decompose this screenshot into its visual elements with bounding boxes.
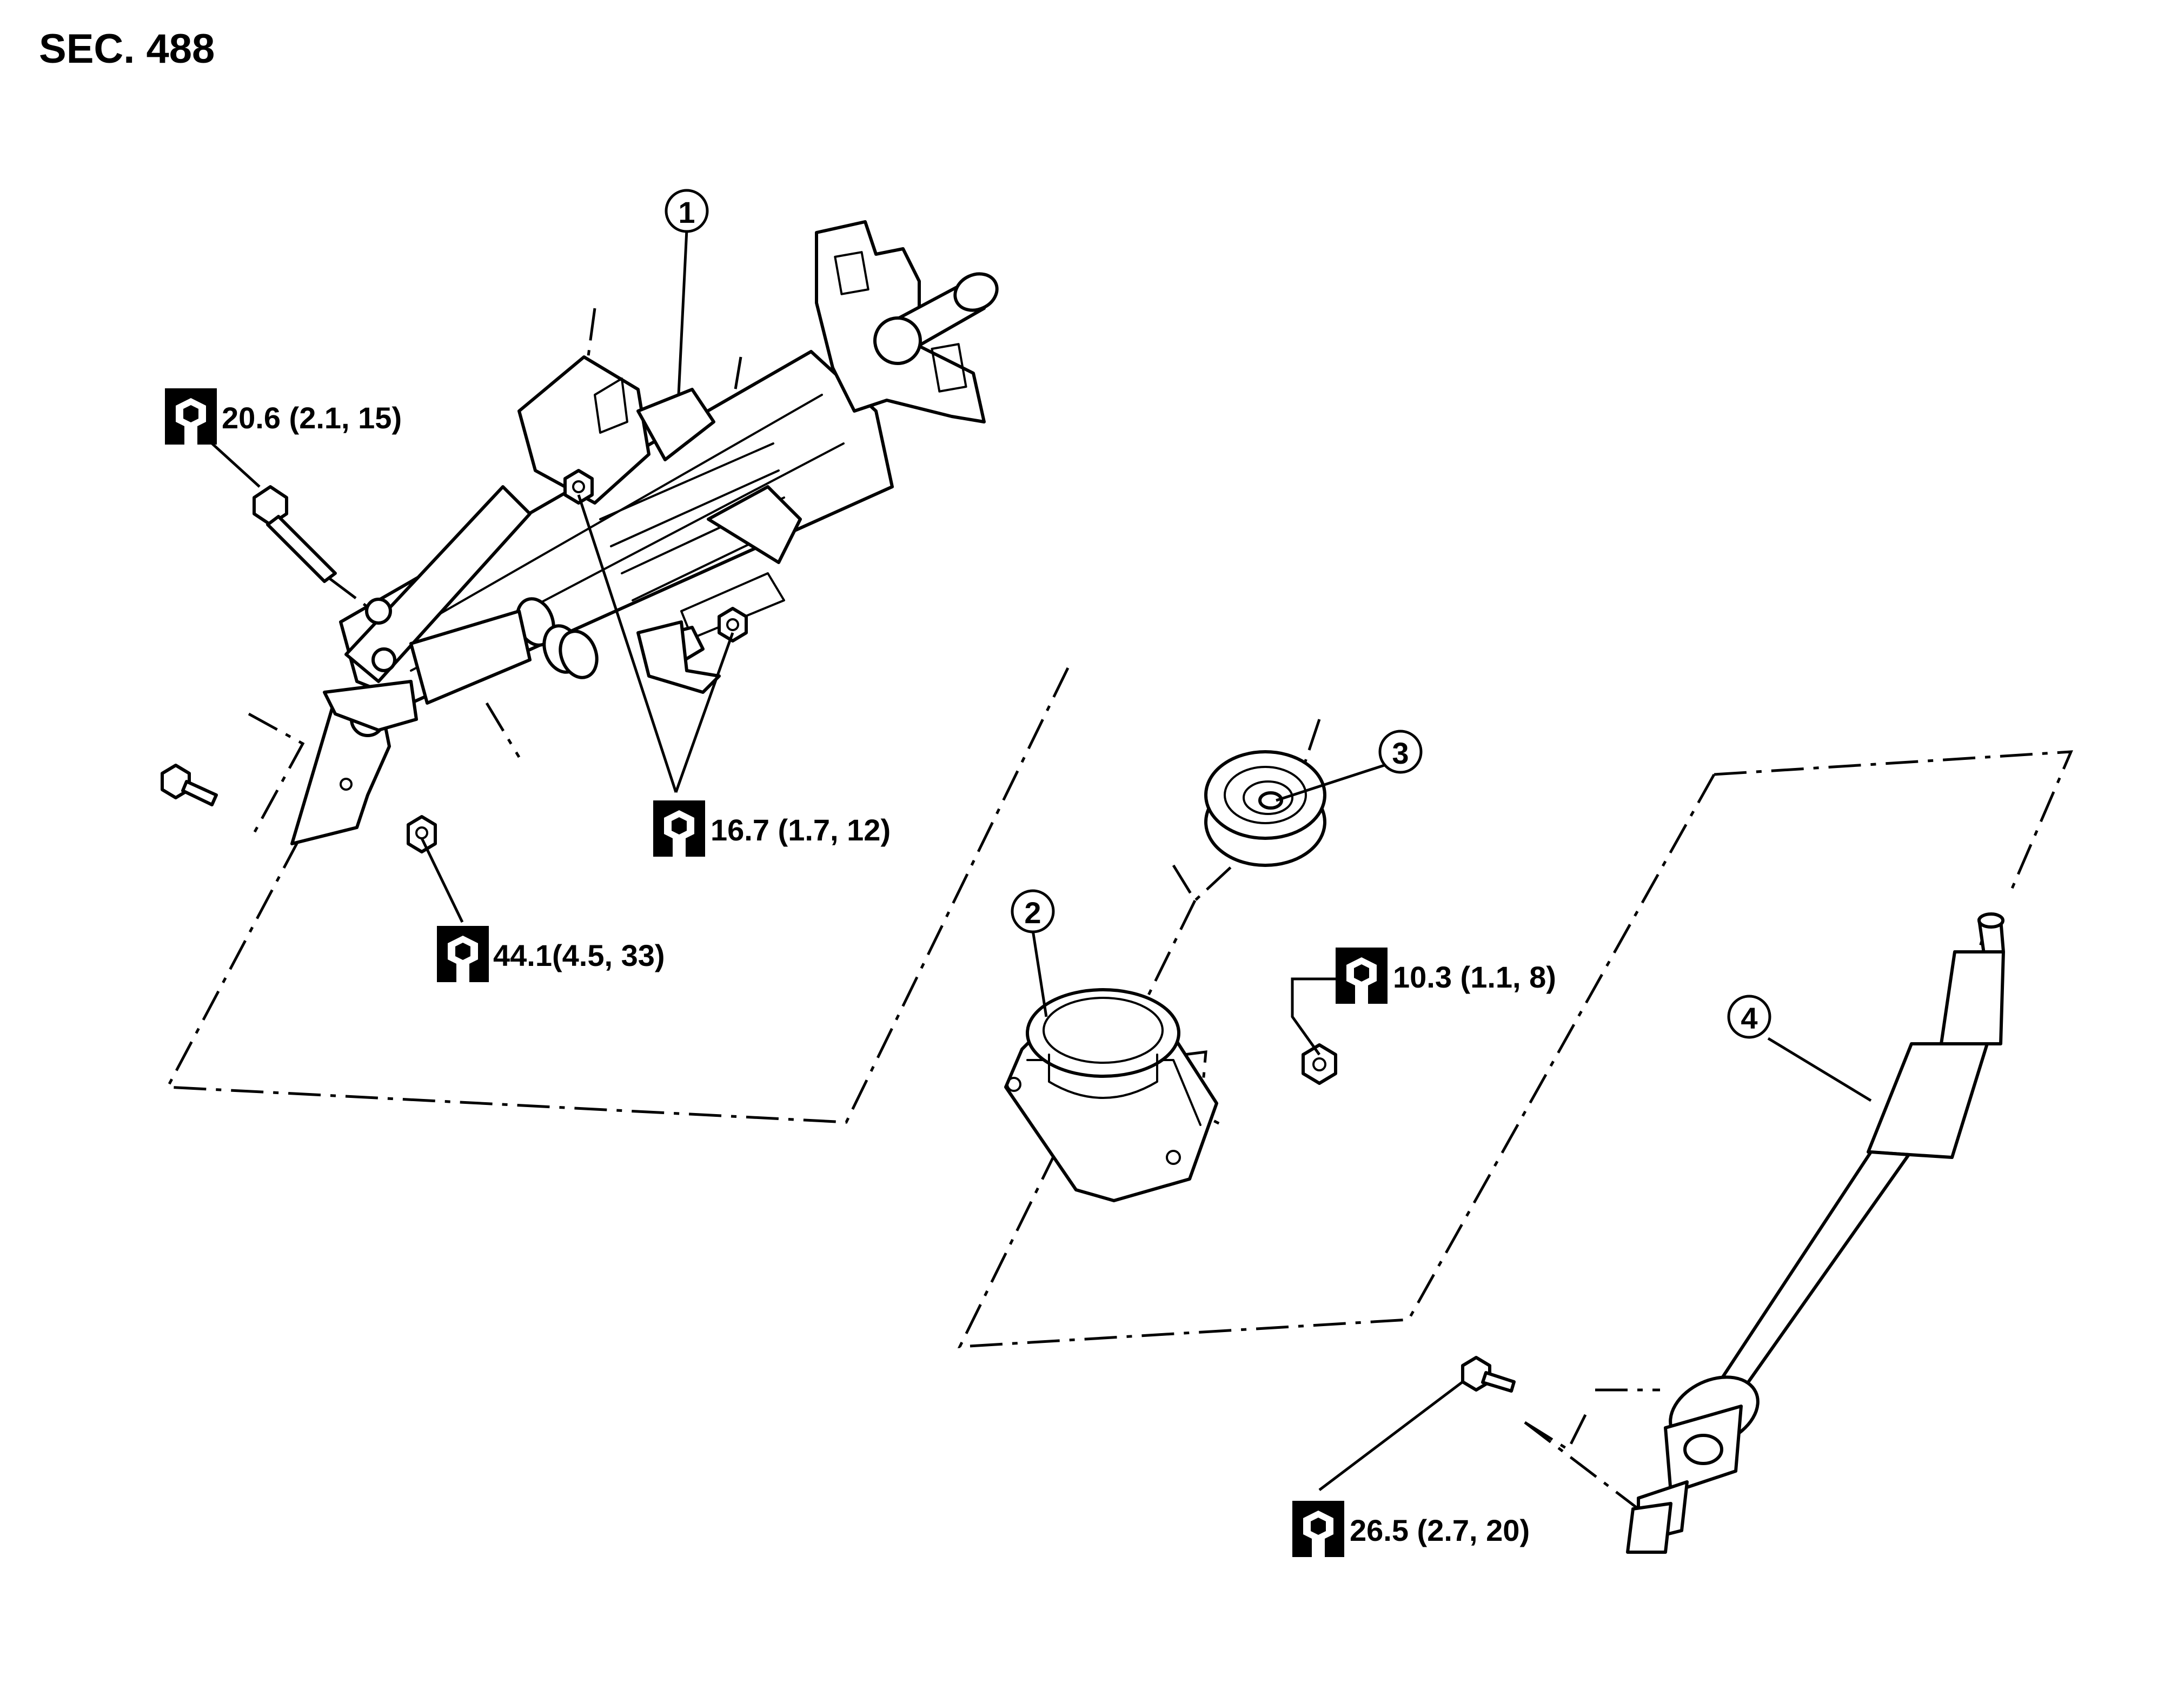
steering-column-assembly [290, 220, 999, 845]
part-number-2: 2 [1024, 896, 1041, 930]
lower-plate-nut [407, 815, 437, 853]
torque-value-1: 20.6 (2.1, 15) [222, 401, 402, 435]
column-upper-nut [563, 469, 594, 505]
column-lower-nut [718, 607, 748, 643]
torque-value-3: 44.1(4.5, 33) [493, 938, 665, 972]
part-callout-2: 2 [1011, 889, 1055, 933]
leader-lines [199, 229, 1872, 1491]
part-number-4: 4 [1741, 1001, 1757, 1035]
torque-value-4: 10.3 (1.1, 8) [1393, 960, 1556, 994]
torque-wrench-icon [165, 388, 217, 445]
torque-wrench-icon [1292, 1501, 1344, 1557]
column-hole-cover [1004, 988, 1218, 1202]
hole-cover-seal [1204, 750, 1326, 867]
part-callout-3: 3 [1378, 730, 1423, 774]
torque-wrench-icon [653, 800, 705, 857]
torque-spec-3: 44.1(4.5, 33) [437, 926, 665, 982]
torque-value-2: 16.7 (1.7, 12) [711, 813, 891, 847]
lower-shaft-joint-bolt [1461, 1356, 1516, 1393]
torque-spec-1: 20.6 (2.1, 15) [165, 388, 402, 445]
column-mount-bolt [253, 485, 374, 612]
lower-shaft [1626, 912, 2005, 1554]
assembly-outlines [165, 308, 2073, 1510]
torque-spec-4: 10.3 (1.1, 8) [1336, 948, 1556, 1004]
torque-spec-5: 26.5 (2.7, 20) [1292, 1501, 1530, 1557]
section-title: SEC. 488 [39, 26, 215, 72]
lower-plate-bolt [161, 764, 218, 806]
torque-wrench-icon [1336, 948, 1388, 1004]
part-number-1: 1 [678, 195, 695, 229]
torque-wrench-icon [437, 926, 489, 982]
hole-cover-nut [1302, 1043, 1337, 1085]
torque-value-5: 26.5 (2.7, 20) [1350, 1513, 1530, 1547]
part-number-3: 3 [1392, 736, 1409, 770]
torque-spec-2: 16.7 (1.7, 12) [653, 800, 891, 857]
part-callout-4: 4 [1727, 995, 1771, 1039]
tilt-spring [515, 597, 599, 679]
part-callout-1: 1 [665, 189, 709, 233]
